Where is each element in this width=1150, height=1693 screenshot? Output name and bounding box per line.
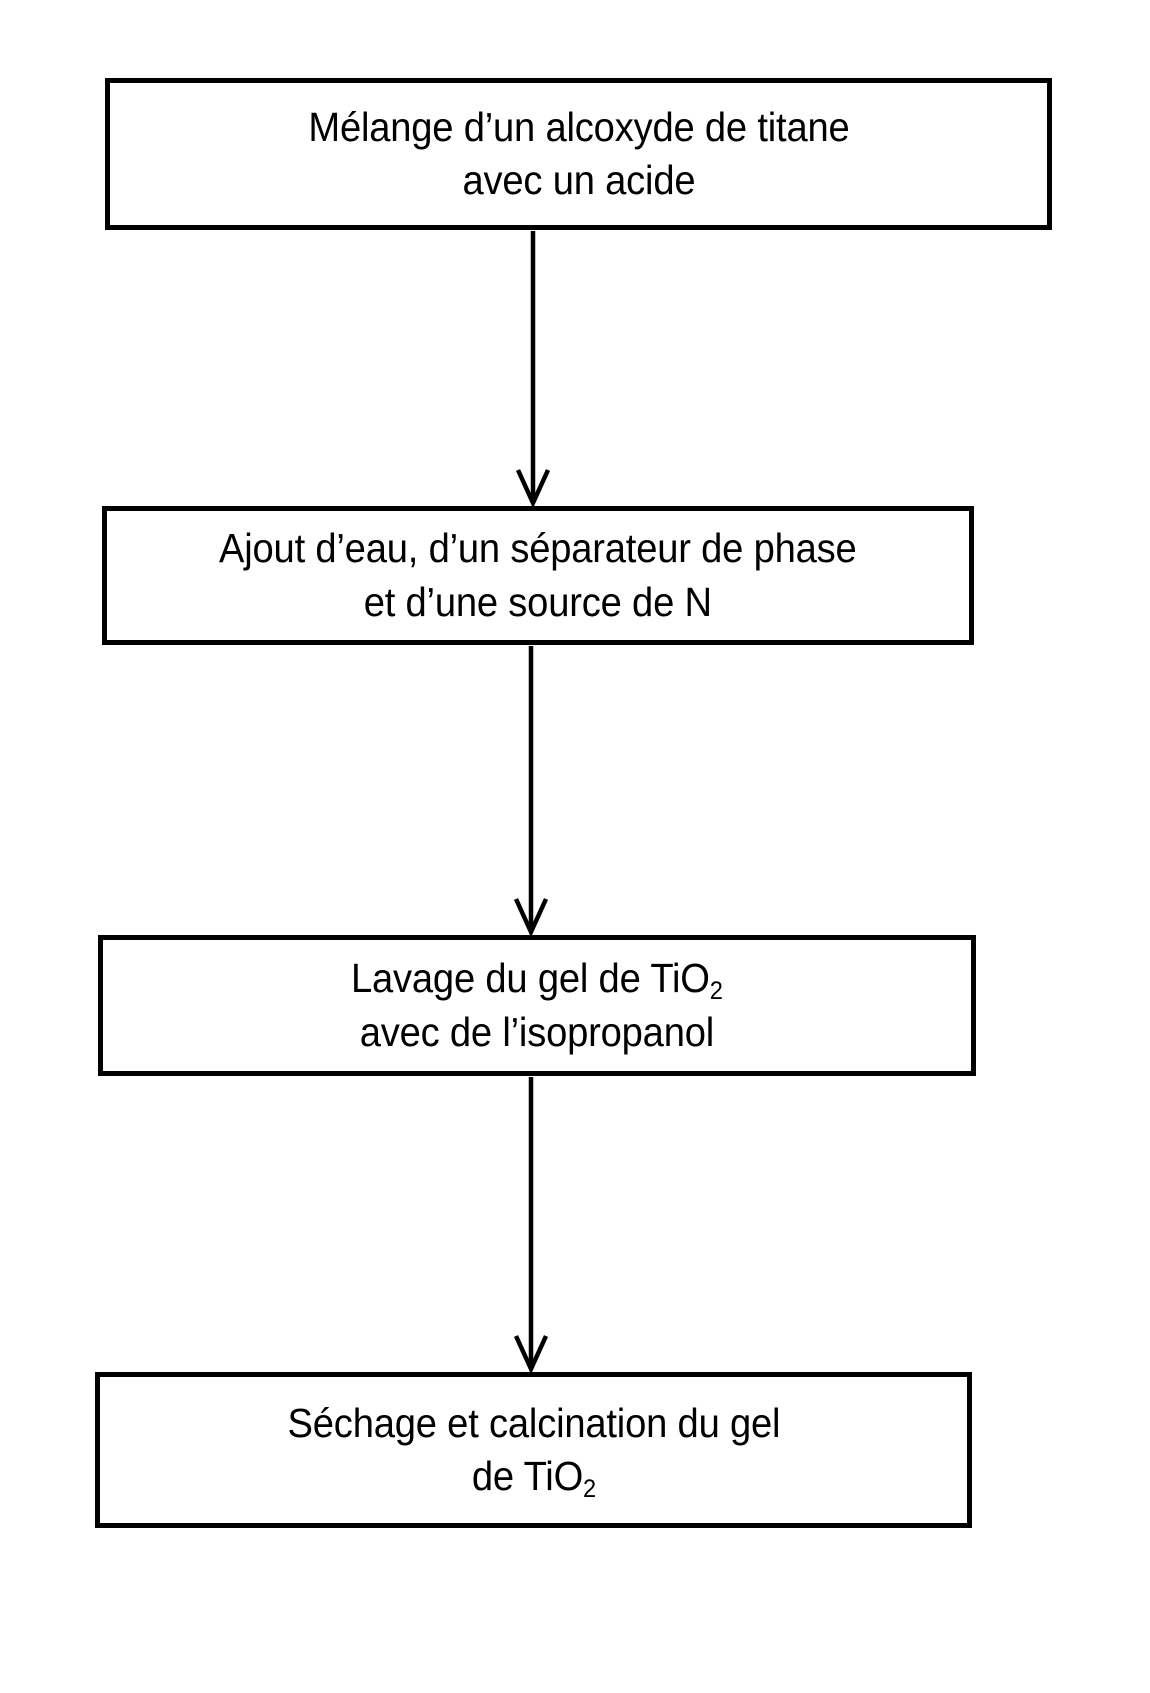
node-label-step-3-line-2: avec de l’isopropanol: [359, 1008, 715, 1055]
arrowhead-icon: [515, 469, 551, 509]
node-label-step-4-subscript: 2: [582, 1475, 596, 1504]
edge-step1-step2: [515, 231, 551, 509]
arrowhead-icon: [513, 898, 549, 938]
node-label-step-4-line-2-prefix: de TiO: [471, 1453, 583, 1499]
arrowhead-icon: [513, 1335, 549, 1375]
node-label-step-4-line-1: Séchage et calcination du gel: [287, 1399, 780, 1446]
node-label-step-4: Séchage et calcination du gel de TiO2: [274, 1397, 793, 1504]
node-label-step-1: Mélange d’un alcoxyde de titane avec un …: [307, 103, 850, 203]
node-label-step-2: Ajout d’eau, d’un séparateur de phase et…: [219, 525, 857, 625]
node-label-step-3-line-1-prefix: Lavage du gel de TiO: [351, 955, 710, 1002]
edge-step2-step3: [513, 646, 549, 938]
flowchart-node-step-4: Séchage et calcination du gel de TiO2: [95, 1372, 972, 1528]
edge-step3-step4: [513, 1077, 549, 1375]
flowchart-node-step-2: Ajout d’eau, d’un séparateur de phase et…: [102, 506, 974, 645]
flowchart-node-step-1: Mélange d’un alcoxyde de titane avec un …: [105, 78, 1052, 230]
node-label-step-3-subscript: 2: [709, 977, 723, 1006]
